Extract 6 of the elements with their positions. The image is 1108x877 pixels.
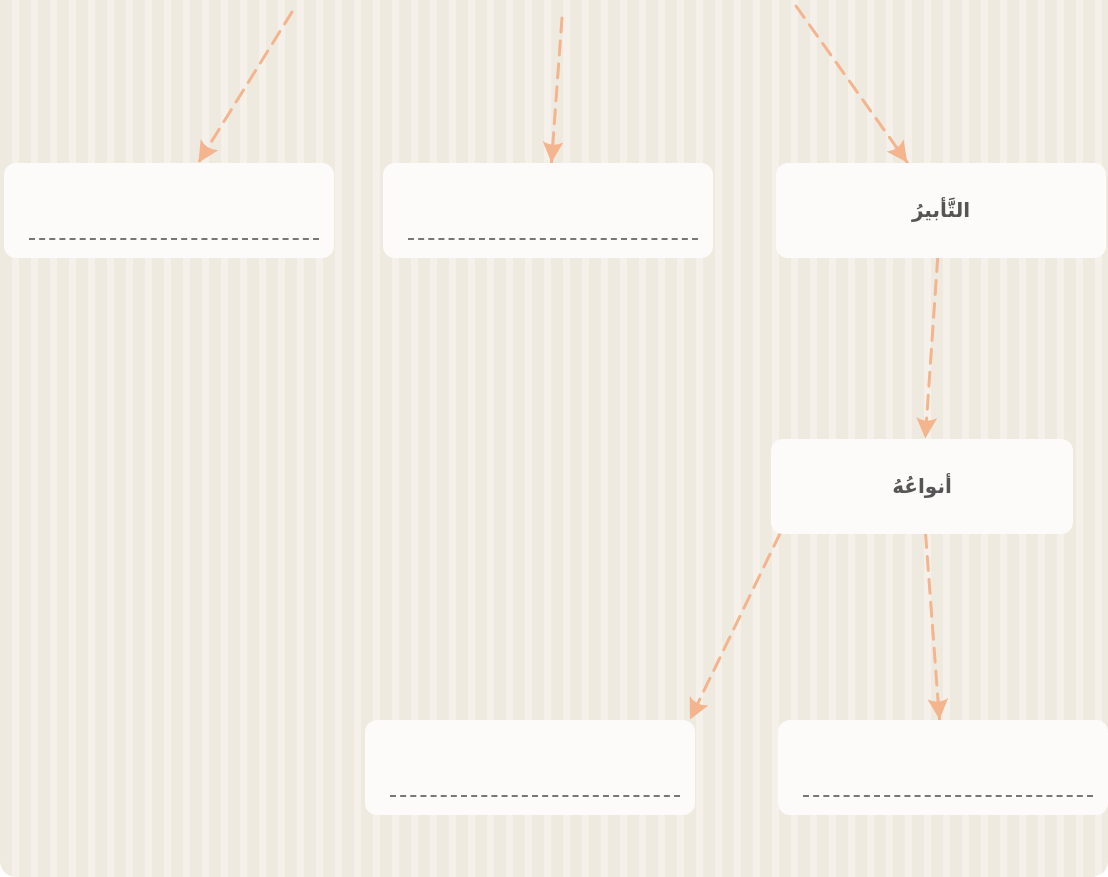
fill-in-box [365, 719, 695, 815]
label-box: أنواعُهُ [771, 438, 1073, 534]
fill-in-box [383, 162, 713, 258]
fill-in-box [778, 719, 1108, 815]
fill-in-box [4, 162, 334, 258]
label-box: التَّأبيرُ [776, 162, 1106, 258]
